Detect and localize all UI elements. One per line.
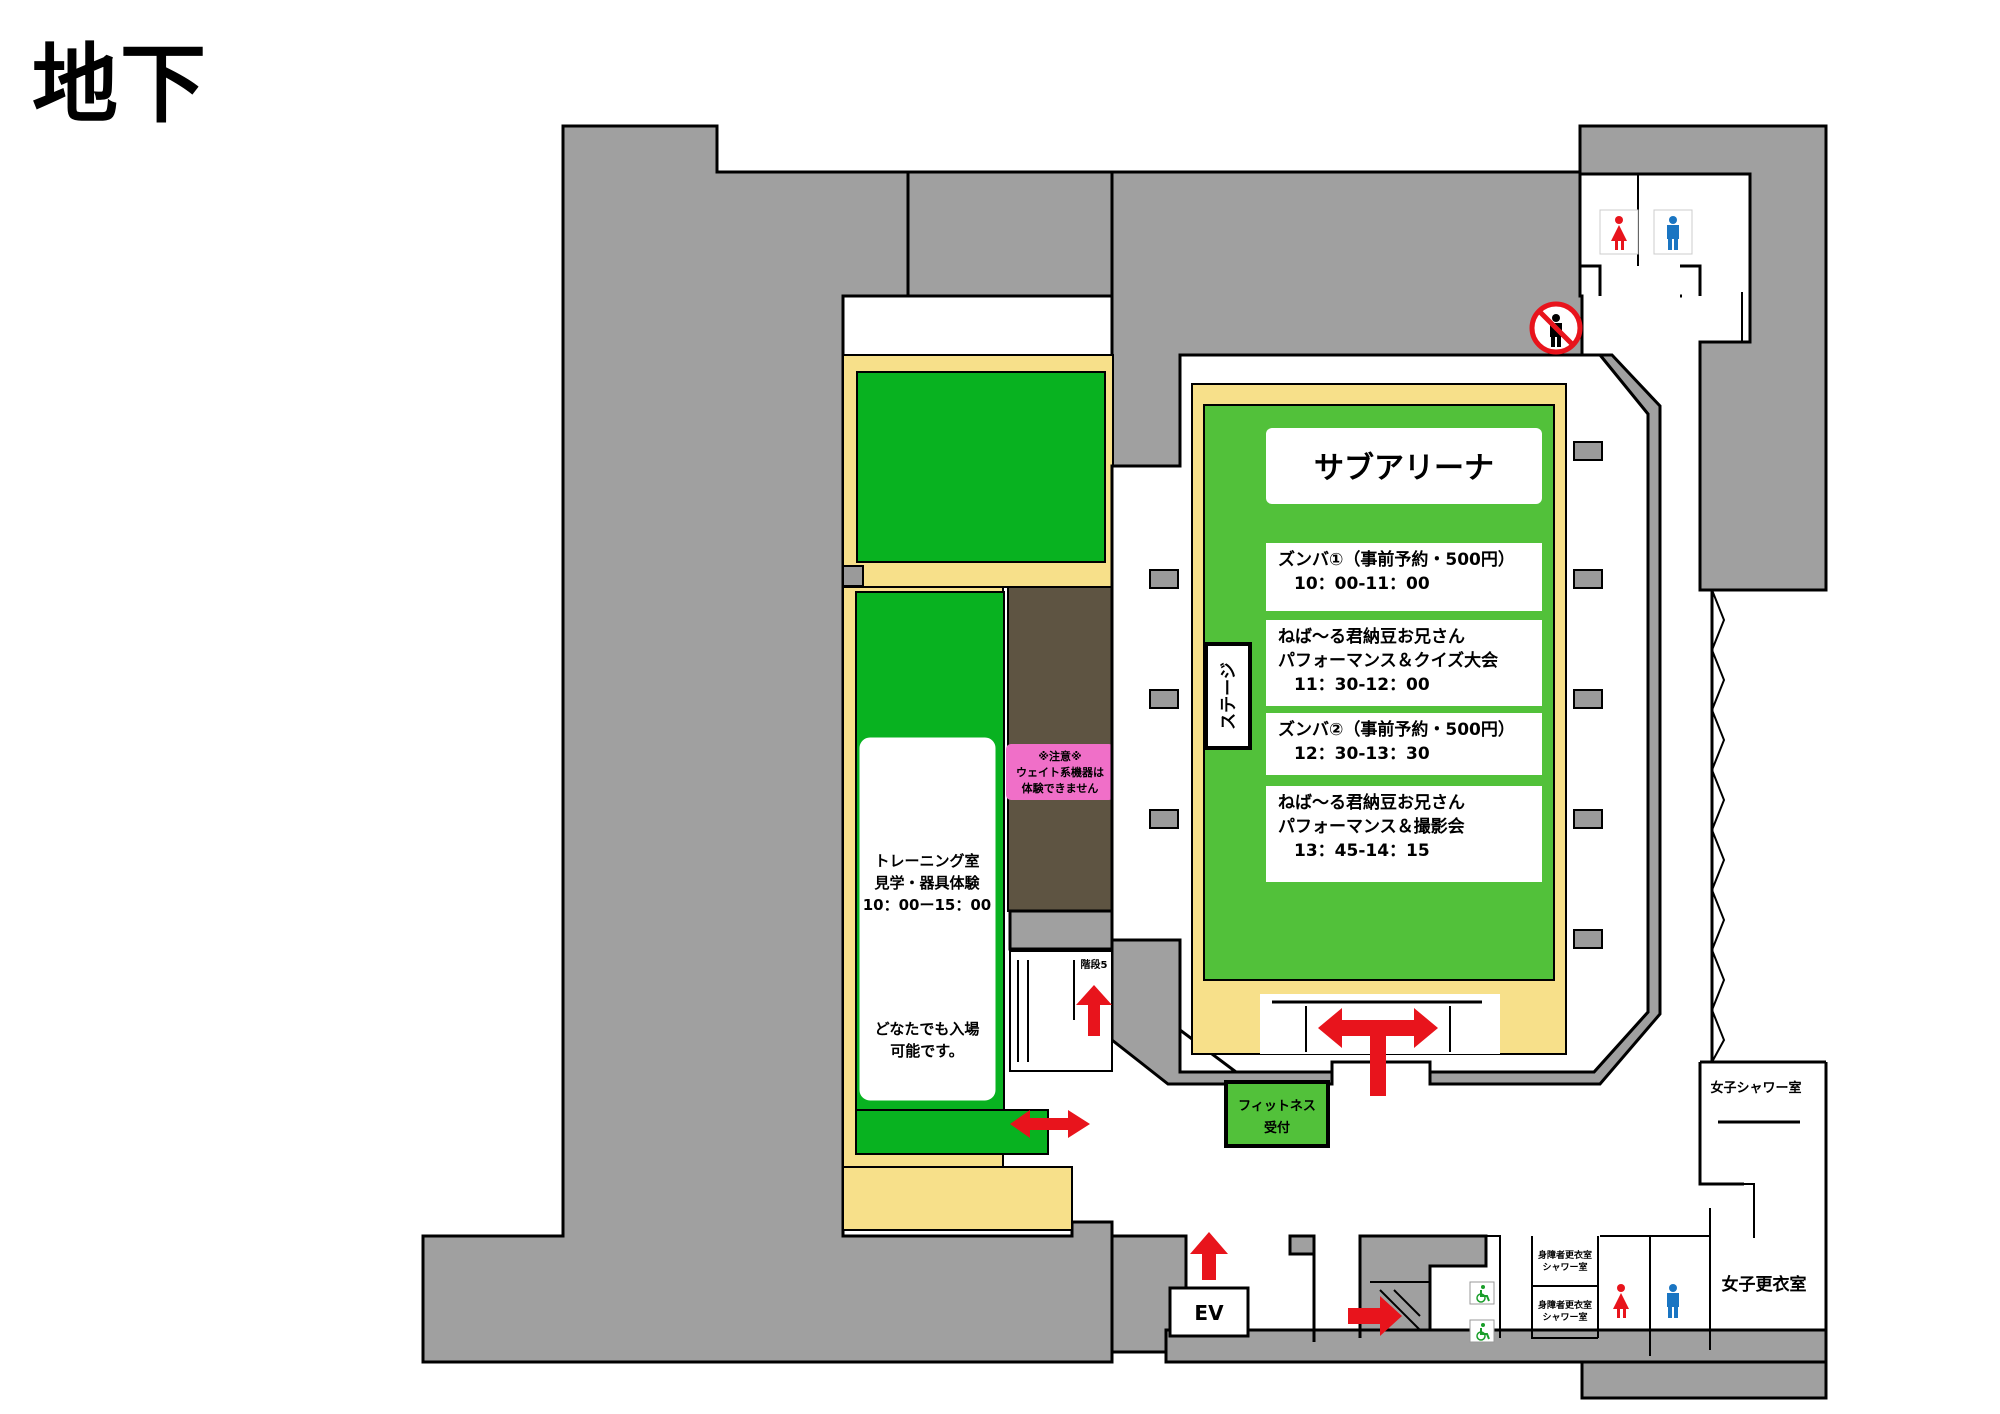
schedule-title: パフォーマンス＆クイズ大会	[1278, 650, 1498, 671]
training-room-yellow-corner	[842, 1166, 1073, 1231]
male-restroom-icon	[1653, 209, 1693, 255]
restroom-partition	[1637, 174, 1743, 342]
arena-pillar	[1573, 809, 1603, 829]
stage	[1204, 642, 1252, 750]
text-line: 見学・器具体験	[873, 874, 980, 892]
text-line: 10：00ー15：00	[863, 896, 992, 914]
womens-shower-label: 女子シャワー室	[1710, 1080, 1801, 1096]
arena-pillar	[1149, 809, 1179, 829]
text-line: 可能です。	[890, 1042, 964, 1060]
text-line: 体験できません	[1022, 781, 1099, 795]
stairs-label: 階段5	[1081, 958, 1108, 971]
text-line: トレーニング室	[874, 852, 979, 870]
training-room-green-top	[856, 371, 1106, 563]
text-line: ※注意※	[1038, 749, 1081, 763]
fitness-reception	[1224, 1080, 1330, 1148]
arena-entrance-doors	[1305, 1006, 1451, 1052]
schedule-title: ズンバ②（事前予約・500円）	[1278, 719, 1515, 740]
schedule-card-bg	[1266, 543, 1542, 611]
floor-title: 地下	[32, 35, 208, 135]
stairs-lines	[1017, 960, 1075, 1062]
arrow-icon	[1076, 985, 1112, 1036]
pillar	[842, 565, 864, 587]
arrow-icon	[1190, 1232, 1228, 1280]
schedule-card-bg	[1266, 713, 1542, 775]
wall-bottom-right	[1164, 1328, 1828, 1364]
schedule-time: 10：00-11：00	[1294, 574, 1430, 594]
accessible-locker-label-2: 身障者更衣室シャワー室	[1538, 1299, 1592, 1323]
female-restroom-icon	[1599, 209, 1639, 255]
schedule-card: ズンバ②（事前予約・500円） 12：30-13：30	[1266, 713, 1542, 775]
locker-partition	[1709, 1183, 1755, 1350]
wall-upper-middle	[906, 170, 1114, 298]
womens-locker-label: 女子更衣室	[1722, 1274, 1807, 1295]
schedule-title: ねば～る君納豆お兄さん	[1278, 626, 1465, 647]
arrow-icon	[1348, 1296, 1402, 1336]
arena-pillar	[1573, 441, 1603, 461]
bottom-stairs	[1370, 1281, 1430, 1331]
wall-small-block	[1288, 1234, 1316, 1256]
arrow-icon	[1010, 1110, 1090, 1138]
schedule-time: 12：30-13：30	[1294, 744, 1430, 764]
text-line: シャワー室	[1542, 1261, 1587, 1273]
schedule-title: パフォーマンス＆撮影会	[1278, 816, 1465, 837]
no-entry-icon	[1529, 301, 1583, 355]
arena-pillar	[1573, 929, 1603, 949]
schedule-list: ズンバ①（事前予約・500円）10：00-11：00ねば～る君納豆お兄さんパフォ…	[1266, 543, 1542, 882]
text-line: 身障者更衣室	[1538, 1299, 1592, 1311]
text-line: フィットネス	[1238, 1099, 1316, 1114]
wall-right-top	[1578, 124, 1828, 592]
accessible-locker-label-1: 身障者更衣室シャワー室	[1538, 1249, 1592, 1273]
text-line: 受付	[1264, 1120, 1290, 1136]
arrows	[1010, 985, 1438, 1336]
text-line: どなたでも入場	[875, 1020, 980, 1038]
schedule-time: 11：30-12：00	[1294, 675, 1430, 695]
schedule-card: ズンバ①（事前予約・500円） 10：00-11：00	[1266, 543, 1542, 611]
ev-box	[1168, 1286, 1250, 1338]
training-room-green-lower	[855, 1109, 1049, 1155]
arrow-icon	[1318, 1008, 1438, 1096]
schedule-title: ズンバ①（事前予約・500円）	[1278, 549, 1515, 570]
arena-pillar	[1573, 689, 1603, 709]
schedule-card-bg	[1266, 786, 1542, 882]
right-window-zigzag	[1710, 589, 1726, 1063]
caution-tag	[1006, 744, 1114, 800]
schedule-card-bg	[1266, 620, 1542, 706]
ev-label: EV	[1194, 1301, 1224, 1325]
corridor-lines	[1578, 264, 1702, 298]
training-info-text: トレーニング室見学・器具体験 10：00ー15：00	[863, 852, 992, 914]
fitness-reception-label: フィットネス受付	[1238, 1099, 1316, 1136]
arena-pillar	[1573, 569, 1603, 589]
training-info-card	[859, 737, 996, 1101]
arena-pillar	[1149, 569, 1179, 589]
schedule-title: ねば～る君納豆お兄さん	[1278, 792, 1465, 813]
stair-wall	[1008, 909, 1114, 951]
arena-title-card	[1266, 428, 1542, 504]
arena-pillars	[1149, 441, 1603, 949]
text-line: ウェイト系機器は	[1016, 765, 1104, 779]
female-restroom-icon	[1613, 1284, 1629, 1318]
arena-pillar	[1149, 689, 1179, 709]
stage-label: ステージ	[1219, 662, 1239, 730]
training-note-text: どなたでも入場可能です。	[875, 1020, 980, 1060]
wall-left-block	[421, 124, 1114, 1364]
caution-text: ※注意※ ウェイト系機器は体験できません	[1016, 749, 1104, 795]
text-line: 身障者更衣室	[1538, 1249, 1592, 1261]
male-restroom-icon	[1667, 1284, 1679, 1318]
text-line: シャワー室	[1542, 1311, 1587, 1323]
accessible-rooms	[1460, 1235, 1710, 1356]
wheelchair-icon	[1469, 1319, 1495, 1343]
schedule-time: 13：45-14：15	[1294, 841, 1430, 861]
arena-title: サブアリーナ	[1314, 451, 1494, 486]
wheelchair-icon	[1469, 1281, 1495, 1305]
